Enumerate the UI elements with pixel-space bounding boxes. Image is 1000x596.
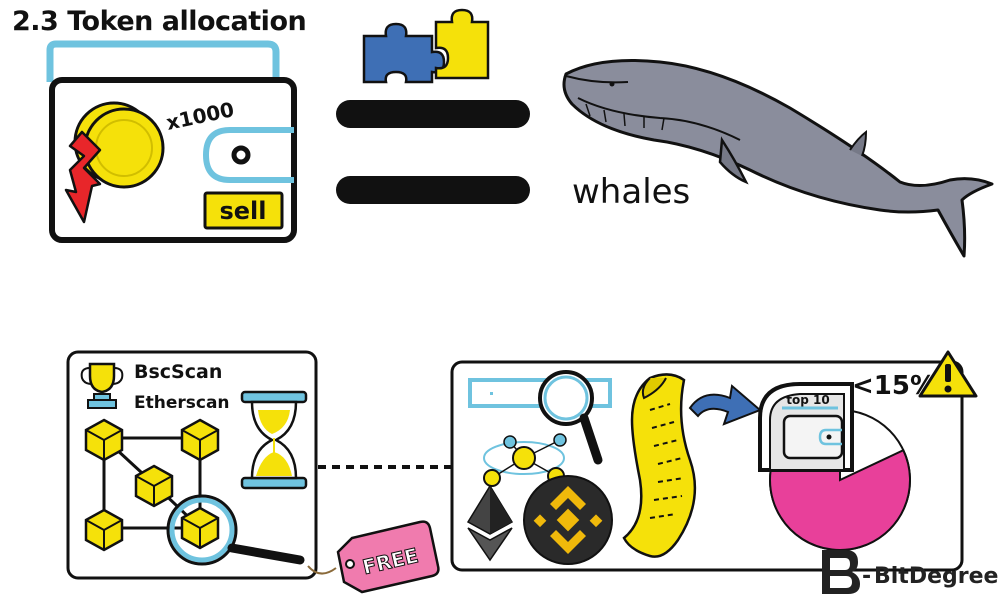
block-cube-3 [134, 464, 174, 508]
sell-label: sell [219, 197, 266, 225]
equals-sign [336, 100, 530, 204]
brand-name: BitDegree [874, 564, 998, 589]
block-cube-1 [84, 418, 124, 462]
hourglass-icon [240, 390, 308, 490]
warning-icon [918, 350, 978, 398]
users-network-icon [483, 433, 567, 487]
brand-prefix: - [862, 564, 871, 589]
free-tag-icon: FREE [307, 520, 440, 594]
whale-label: whales [572, 172, 690, 212]
block-cube-2 [180, 418, 220, 462]
magnifier-icon [166, 494, 305, 566]
crash-arrow-icon [64, 130, 102, 224]
top-holders-wallet: top 10 [758, 382, 854, 472]
puzzle-icon [362, 8, 490, 84]
bitdegree-logo: - BitDegree [822, 550, 998, 594]
trophy-icon [80, 362, 124, 409]
page-title: 2.3 Token allocation [12, 6, 307, 37]
ethereum-icon [466, 484, 514, 562]
curved-arrow-icon [688, 384, 762, 426]
binance-icon [523, 475, 613, 565]
whale-icon [562, 59, 994, 258]
block-cube-4 [84, 508, 124, 552]
sell-button: sell [203, 191, 284, 230]
transaction-list-icon [622, 373, 697, 558]
search-magnifier-icon [538, 370, 603, 465]
top-holders-label: top 10 [786, 393, 829, 407]
bscscan-label: BscScan [134, 361, 222, 383]
block-cube-5 [180, 506, 220, 550]
etherscan-label: Etherscan [134, 393, 230, 413]
